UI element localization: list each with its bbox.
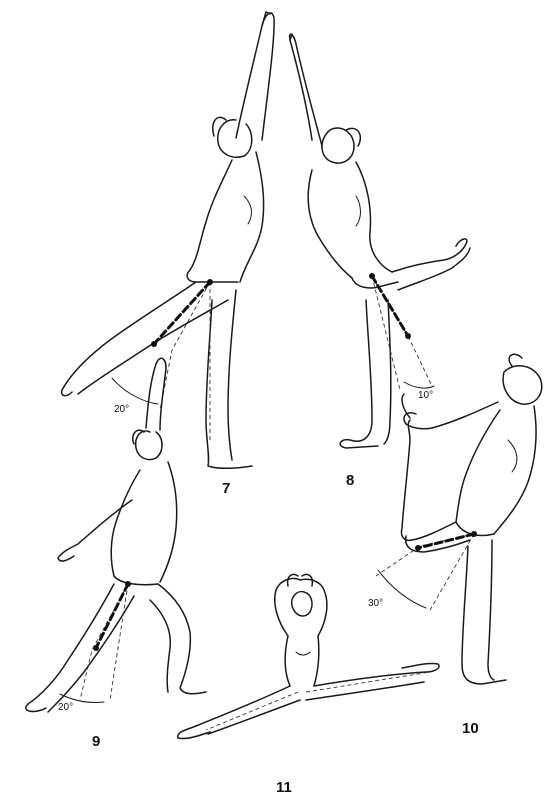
figure-11-drawing	[178, 574, 439, 738]
figure-8-drawing	[290, 34, 470, 448]
figure-10-drawing	[376, 354, 542, 684]
figure-7-label: 7	[222, 480, 230, 497]
figure-8-angle-label: 10°	[418, 390, 433, 401]
figure-8-label: 8	[346, 472, 354, 489]
figure-10-label: 10	[462, 720, 479, 737]
figure-9-angle-label: 20°	[58, 702, 73, 713]
figure-9-label: 9	[92, 733, 100, 750]
figure-10-angle-label: 30°	[368, 598, 383, 609]
figure-7-drawing	[62, 12, 274, 468]
figure-7-angle-label: 20°	[114, 404, 129, 415]
figure-11-label: 11	[276, 779, 292, 793]
